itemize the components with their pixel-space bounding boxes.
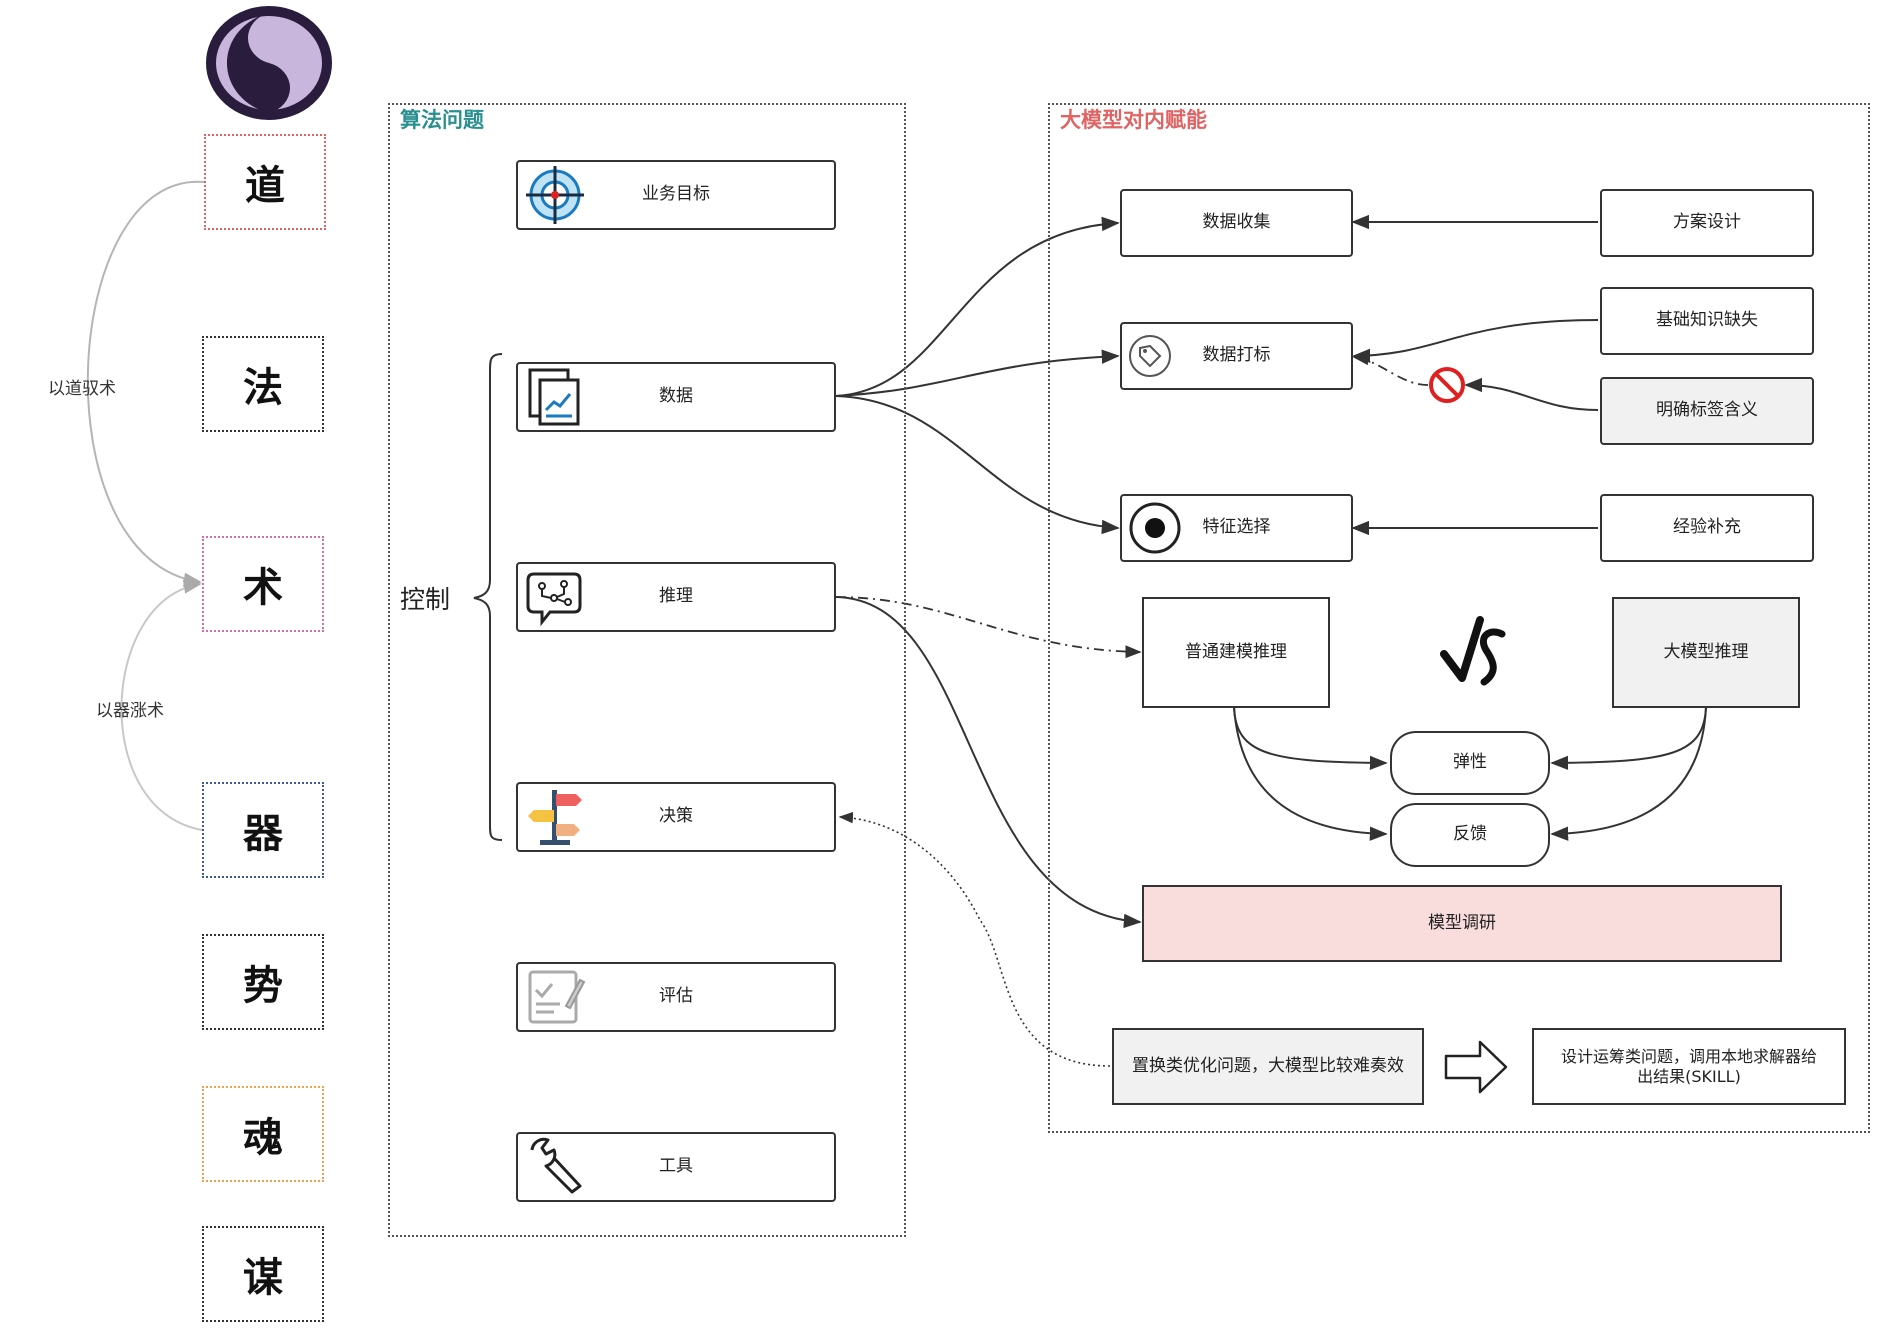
node-plan-design-label: 方案设计 [1673,212,1741,233]
node-plan-design[interactable]: 方案设计 [1600,189,1814,257]
edge-qi-to-shu [120,579,203,831]
llm-group-title: 大模型对内赋能 [1060,108,1207,132]
edge-data-to-label [835,349,1120,397]
edge-basic-to-label [1352,319,1599,364]
node-feature-select[interactable]: 特征选择 [1120,494,1353,562]
edge-meaning-to-ban [1464,377,1599,411]
node-data-label-label: 数据打标 [1202,345,1271,366]
node-replace-problem-label: 置换类优化问题，大模型比较难奏效 [1132,1055,1404,1076]
node-evaluation-label: 评估 [659,986,693,1007]
chart-document-icon [528,368,580,426]
node-decision[interactable]: 决策 [516,782,836,852]
node-replace-problem[interactable]: 置换类优化问题，大模型比较难奏效 [1112,1028,1424,1105]
char-box-dao: 道 [204,134,326,230]
char-box-hun: 魂 [202,1086,324,1182]
node-tool[interactable]: 工具 [516,1132,836,1202]
node-design-problem-line2: 出结果(SKILL) [1637,1066,1741,1086]
char-qi: 器 [243,810,283,857]
ban-icon [1429,367,1465,403]
edge-normal-to-feedback [1233,706,1388,841]
hollow-arrow-icon [1444,1040,1508,1094]
yin-yang-icon [206,6,332,120]
control-label: 控制 [400,585,451,614]
char-fa: 法 [243,364,283,411]
char-box-mou: 谋 [202,1226,324,1322]
node-feedback[interactable]: 反馈 [1390,803,1550,867]
node-llm-reasoning[interactable]: 大模型推理 [1612,597,1800,708]
wrench-icon [530,1137,582,1194]
edge-dao-to-shu [86,180,205,587]
brain-circuit-icon [526,572,582,627]
edge-replace-to-decision [838,811,1111,1067]
node-business-goal-label: 业务目标 [642,184,710,205]
char-hun: 魂 [243,1114,283,1161]
node-feedback-label: 反馈 [1453,824,1487,845]
node-design-problem[interactable]: 设计运筹类问题，调用本地求解器给 出结果(SKILL) [1532,1028,1846,1105]
node-design-problem-line1: 设计运筹类问题，调用本地求解器给 [1560,1046,1817,1066]
node-business-goal[interactable]: 业务目标 [516,160,836,230]
node-basic-knowledge-label: 基础知识缺失 [1656,310,1758,331]
char-box-qi: 器 [202,782,324,878]
node-model-tuning[interactable]: 模型调研 [1142,885,1782,962]
edge-ban-to-label [1352,352,1429,386]
char-box-fa: 法 [202,336,324,432]
node-basic-knowledge[interactable]: 基础知识缺失 [1600,287,1814,355]
char-shu: 术 [243,564,283,611]
edge-label-qi-shu: 以器涨术 [96,701,164,721]
tag-icon [1129,335,1171,377]
node-elasticity-label: 弹性 [1453,752,1487,773]
algo-group-title: 算法问题 [400,108,484,132]
edge-label-dao-shu: 以道驭术 [48,379,116,399]
node-reasoning-label: 推理 [659,586,693,607]
node-elasticity[interactable]: 弹性 [1390,731,1550,795]
char-mou: 谋 [243,1254,283,1301]
checklist-icon [528,970,586,1024]
node-reasoning[interactable]: 推理 [516,562,836,632]
node-data-label[interactable]: 数据打标 [1120,322,1353,390]
node-data-label: 数据 [659,386,693,407]
vs-icon [1440,616,1506,686]
node-model-tuning-label: 模型调研 [1428,912,1496,933]
node-data[interactable]: 数据 [516,362,836,432]
control-brace [473,353,503,841]
signpost-icon [528,790,582,845]
node-normal-model[interactable]: 普通建模推理 [1142,597,1330,708]
char-shi: 势 [243,962,283,1009]
edge-data-to-feature [835,395,1120,535]
node-experience-label: 经验补充 [1673,517,1741,538]
edge-llm-to-feedback [1550,706,1707,841]
node-llm-reasoning-label: 大模型推理 [1663,641,1749,662]
edge-data-to-collect [835,216,1120,397]
algo-group [388,103,906,1237]
llm-group [1048,103,1870,1133]
char-box-shu: 术 [202,536,324,632]
node-tool-label: 工具 [659,1156,693,1177]
target-icon [526,166,584,224]
char-dao: 道 [245,162,285,209]
node-data-collect-label: 数据收集 [1202,212,1271,233]
char-box-shi: 势 [202,934,324,1030]
edge-reasoning-to-tuning [835,596,1142,929]
node-evaluation[interactable]: 评估 [516,962,836,1032]
node-feature-select-label: 特征选择 [1202,517,1271,538]
node-normal-model-label: 普通建模推理 [1185,641,1287,662]
node-data-collect[interactable]: 数据收集 [1120,189,1353,257]
node-label-meaning[interactable]: 明确标签含义 [1600,377,1814,445]
radio-icon [1129,502,1181,554]
node-label-meaning-label: 明确标签含义 [1656,400,1758,421]
node-decision-label: 决策 [659,806,693,827]
node-experience[interactable]: 经验补充 [1600,494,1814,562]
